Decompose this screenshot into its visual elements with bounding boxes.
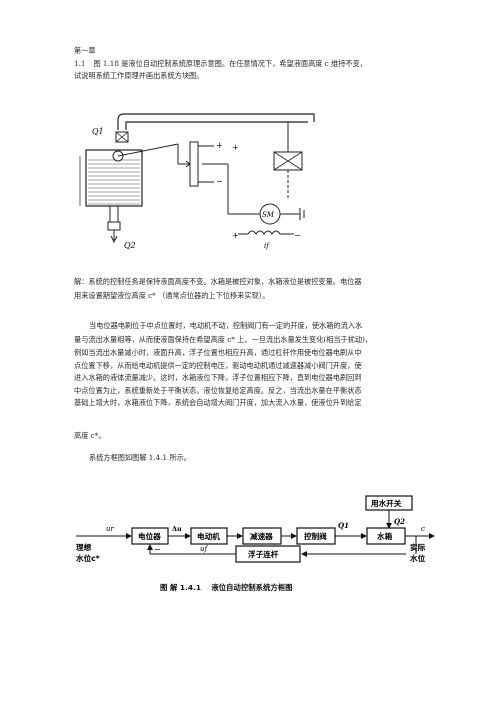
du-label: Δu: [172, 525, 182, 533]
question-text-1: 图 1.18 是液位自动控制系统原理示意图。在任意情况下，希望液面高度 c 维持…: [93, 59, 367, 68]
solution-line-4: 量与流出水量相等，从而使液面保持在希望高度 c* 上。一旦流出水量发生变化(相当…: [74, 335, 373, 344]
plus-sign-2: +: [232, 143, 239, 152]
minus-sign-1: −: [216, 177, 223, 186]
block-diagram: 用水开关 Q2 ur 理想 水位c* 电位器 Δu 电动机 减速器 控制阀 Q1…: [76, 495, 435, 563]
liquid-level-schematic: Q1 c Q2 + − + SM + −: [79, 113, 315, 250]
input-label-2: 水位c*: [76, 553, 100, 563]
solution-line-2: 用来设置期望液位高度 c* （通常点位器的上下位移来实现）。: [74, 291, 270, 300]
block-float-linkage-label: 浮子连杆: [248, 549, 279, 559]
q1-label: Q1: [338, 521, 349, 530]
solution-paragraph-2: 当电位器电刷位于中点位置时，电动机不动，控制阀门有一定的开度，使水箱的流入水 量…: [74, 319, 424, 347]
outlet-valve-icon: [107, 221, 121, 231]
solution-line-3: 当电位器电刷位于中点位置时，电动机不动，控制阀门有一定的开度，使水箱的流入水: [89, 321, 363, 330]
solution-paragraph-1: 解：系统的控制任务是保持液面高度不变。水箱是被控对象，水箱液位是被控变量。电位器…: [74, 275, 424, 303]
plus-sign-1: +: [216, 141, 223, 150]
chapter-title: 第一章: [74, 46, 96, 55]
solution-line-10: 高度 c*。: [74, 431, 106, 440]
potentiometer-icon: [189, 141, 199, 187]
disturbance-label: 用水开关: [370, 498, 402, 508]
output-c-label: c: [421, 525, 425, 533]
figure-caption: 图 解 1.4.1 液位自动控制系统方框图: [160, 583, 293, 592]
solution-line-9: 基础上增大时，水箱液位下降，系统会自动增大阀门开度，加大流入水量，使液位升到给定: [74, 398, 362, 407]
water-tank: [85, 149, 143, 207]
solution-line-7: 进入水箱的液体流量减少。这时，水箱液位下降，浮子位置相应下降，直到电位器电刷回到: [74, 373, 362, 382]
field-coil-icon: [247, 230, 281, 235]
block-motor-label: 电动机: [197, 531, 220, 541]
input-label-1: 理想: [76, 542, 92, 552]
question-number: 1.1: [74, 59, 86, 68]
feedback-minus: −: [154, 545, 161, 554]
block-tank-label: 水箱: [377, 531, 393, 541]
uf-label: uf: [200, 545, 209, 553]
question-line-1: 1.1 图 1.18 是液位自动控制系统原理示意图。在任意情况下，希望液面高度 c…: [74, 58, 367, 69]
question-line-2: 试说明系统工作原理并画出系统方块图。: [74, 71, 204, 80]
water-hatch: [88, 159, 140, 205]
solution-paragraph-4: 系统方框图如图解 1.4.1 所示。: [89, 453, 191, 462]
plus-sign-3: +: [232, 231, 239, 240]
solution-paragraph-3: 例如当流出水量减小时，液面升高，浮子位置也相应升高，通过杠杆作用使电位器电刷从中…: [74, 347, 424, 410]
ur-label: ur: [106, 525, 115, 533]
solution-line-5: 例如当流出水量减小时，液面升高，浮子位置也相应升高，通过杠杆作用使电位器电刷从中: [74, 348, 362, 357]
output-label-2: 水位: [410, 553, 426, 563]
solution-line-1: 解：系统的控制任务是保持液面高度不变。水箱是被控对象，水箱液位是被控变量。电位器: [74, 277, 362, 286]
block-control-valve-label: 控制阀: [304, 531, 327, 541]
inflow-label: Q1: [92, 127, 104, 136]
minus-sign-2: −: [294, 231, 301, 240]
block-potentiometer-label: 电位器: [138, 531, 161, 541]
solution-line-8: 中点位置为止，系统重新处于平衡状态，液位恢复给定高度。反之，当流出水量在平衡状态: [74, 385, 362, 395]
outflow-label: Q2: [124, 241, 136, 250]
block-reducer-label: 减速器: [250, 531, 273, 541]
field-current-label: if: [264, 242, 270, 250]
output-label-1: 实际: [410, 542, 426, 552]
solution-line-6: 点位置下移，从而给电动机提供一定的控制电压，驱动电动机通过减速器减小阀门开度，使: [74, 360, 362, 370]
disturbance-q2: Q2: [394, 517, 405, 526]
motor-label: SM: [262, 211, 275, 219]
